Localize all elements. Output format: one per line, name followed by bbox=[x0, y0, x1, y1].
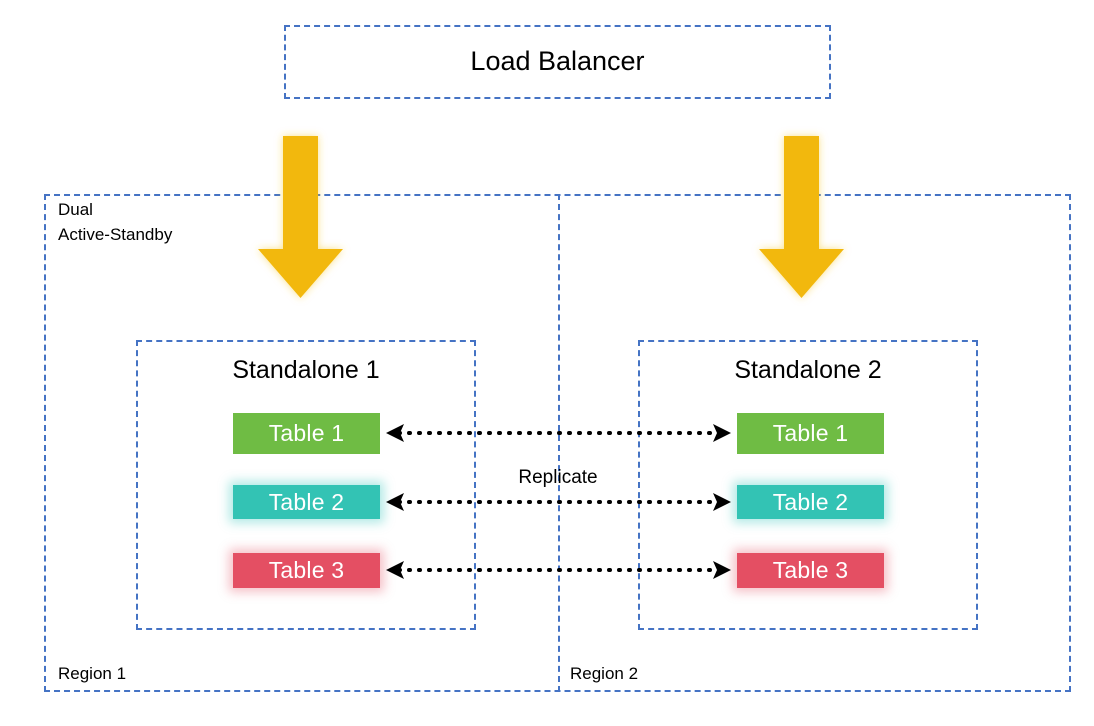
table-chip-label: Table 1 bbox=[772, 420, 849, 446]
standalone-2-table-3[interactable]: Table 3 bbox=[737, 553, 884, 588]
standalone-2-box[interactable] bbox=[638, 340, 978, 630]
region-2-label: Region 2 bbox=[570, 664, 639, 683]
region-divider-line bbox=[558, 194, 560, 692]
standalone-2-table-2[interactable]: Table 2 bbox=[737, 485, 884, 519]
region-1-label: Region 1 bbox=[58, 664, 127, 683]
dual-mode-label-line1: Dual bbox=[58, 200, 93, 219]
load-balancer-box[interactable] bbox=[284, 25, 831, 99]
standalone-1-label: Standalone 1 bbox=[232, 356, 380, 384]
table-chip-label: Table 3 bbox=[268, 557, 345, 583]
standalone-2-table-1[interactable]: Table 1 bbox=[737, 413, 884, 454]
table-chip-label: Table 2 bbox=[772, 488, 849, 515]
table-chip-label: Table 1 bbox=[268, 420, 345, 446]
table-chip-label: Table 2 bbox=[268, 488, 345, 515]
standalone-1-table-1[interactable]: Table 1 bbox=[233, 413, 380, 454]
table-chip-label: Table 3 bbox=[772, 557, 849, 583]
standalone-2-label: Standalone 2 bbox=[734, 356, 882, 384]
load-balancer-label: Load Balancer bbox=[470, 46, 645, 76]
standalone-1-table-2[interactable]: Table 2 bbox=[233, 485, 380, 519]
dual-region-box[interactable] bbox=[44, 194, 1071, 692]
replicate-label: Replicate bbox=[518, 467, 598, 488]
standalone-1-table-3[interactable]: Table 3 bbox=[233, 553, 380, 588]
standalone-1-box[interactable] bbox=[136, 340, 476, 630]
dual-mode-label-line2: Active-Standby bbox=[58, 225, 173, 244]
